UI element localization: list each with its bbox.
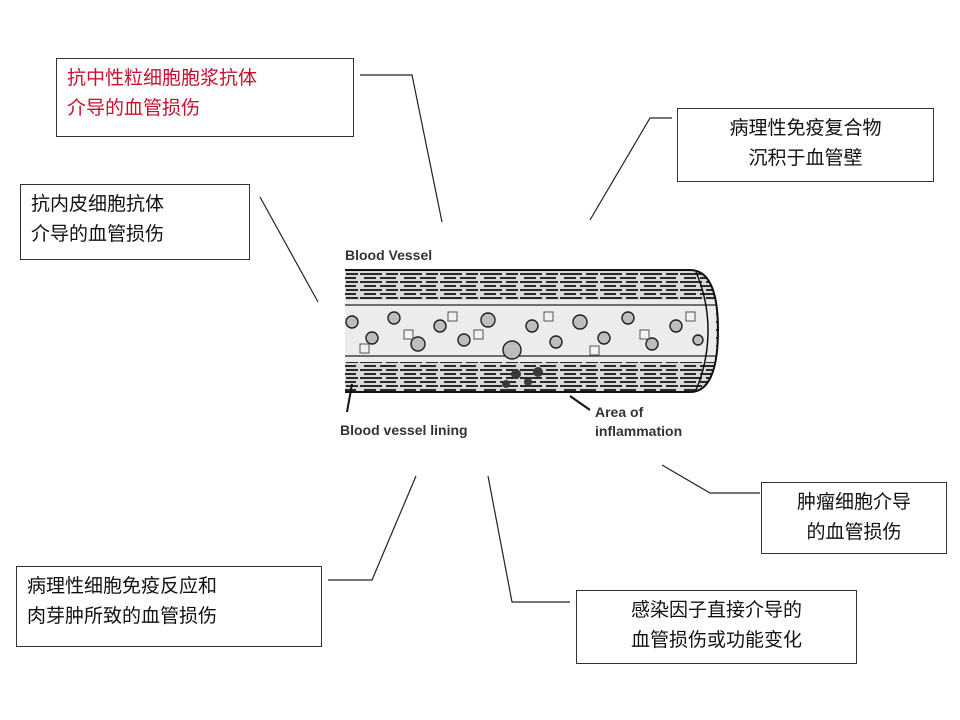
connector-lines — [259, 74, 760, 603]
callout-aeca-line1: 抗内皮细胞抗体 — [31, 193, 165, 215]
callout-aeca-line2: 介导的血管损伤 — [31, 223, 165, 245]
callout-infection-line2: 血管损伤或功能变化 — [630, 629, 802, 651]
lining-pointer — [346, 383, 353, 413]
vessel-title: Blood Vessel — [345, 247, 432, 263]
inflammation-pointer — [569, 395, 591, 411]
callout-tumor-line2: 的血管损伤 — [806, 521, 902, 543]
connector-tumor — [661, 464, 760, 494]
callout-anca-line1: 抗中性粒细胞胞浆抗体 — [67, 67, 258, 89]
callout-infection-injury: 感染因子直接介导的 血管损伤或功能变化 — [576, 590, 857, 664]
callout-infection-line1: 感染因子直接介导的 — [630, 599, 802, 621]
callout-anca-line2: 介导的血管损伤 — [67, 97, 201, 119]
blood-vessel-illustration: Blood Vessel — [340, 247, 720, 439]
callout-tumor-line1: 肿瘤细胞介导 — [796, 491, 911, 513]
callout-cellular-immunity-injury: 病理性细胞免疫反应和 肉芽肿所致的血管损伤 — [16, 566, 322, 647]
connector-immune-complex — [589, 117, 672, 221]
callout-immune-complex-line2: 沉积于血管壁 — [748, 147, 863, 169]
connector-infection — [487, 475, 570, 603]
callout-cellular-line1: 病理性细胞免疫反应和 — [27, 575, 218, 597]
callout-cellular-line2: 肉芽肿所致的血管损伤 — [27, 605, 218, 627]
callout-tumor-cell-injury: 肿瘤细胞介导 的血管损伤 — [761, 482, 947, 554]
callout-aeca-injury: 抗内皮细胞抗体 介导的血管损伤 — [20, 184, 250, 260]
connector-anca — [360, 74, 443, 223]
callout-immune-complex: 病理性免疫复合物 沉积于血管壁 — [677, 108, 934, 182]
callout-immune-complex-line1: 病理性免疫复合物 — [729, 117, 882, 139]
lining-label: Blood vessel lining — [340, 422, 468, 438]
callout-anca-injury: 抗中性粒细胞胞浆抗体 介导的血管损伤 — [56, 58, 354, 137]
connector-cellular — [328, 475, 417, 581]
inflammation-label-line1: Area of — [595, 404, 644, 420]
inflammation-label-line2: inflammation — [595, 423, 682, 439]
connector-aeca — [259, 196, 319, 303]
